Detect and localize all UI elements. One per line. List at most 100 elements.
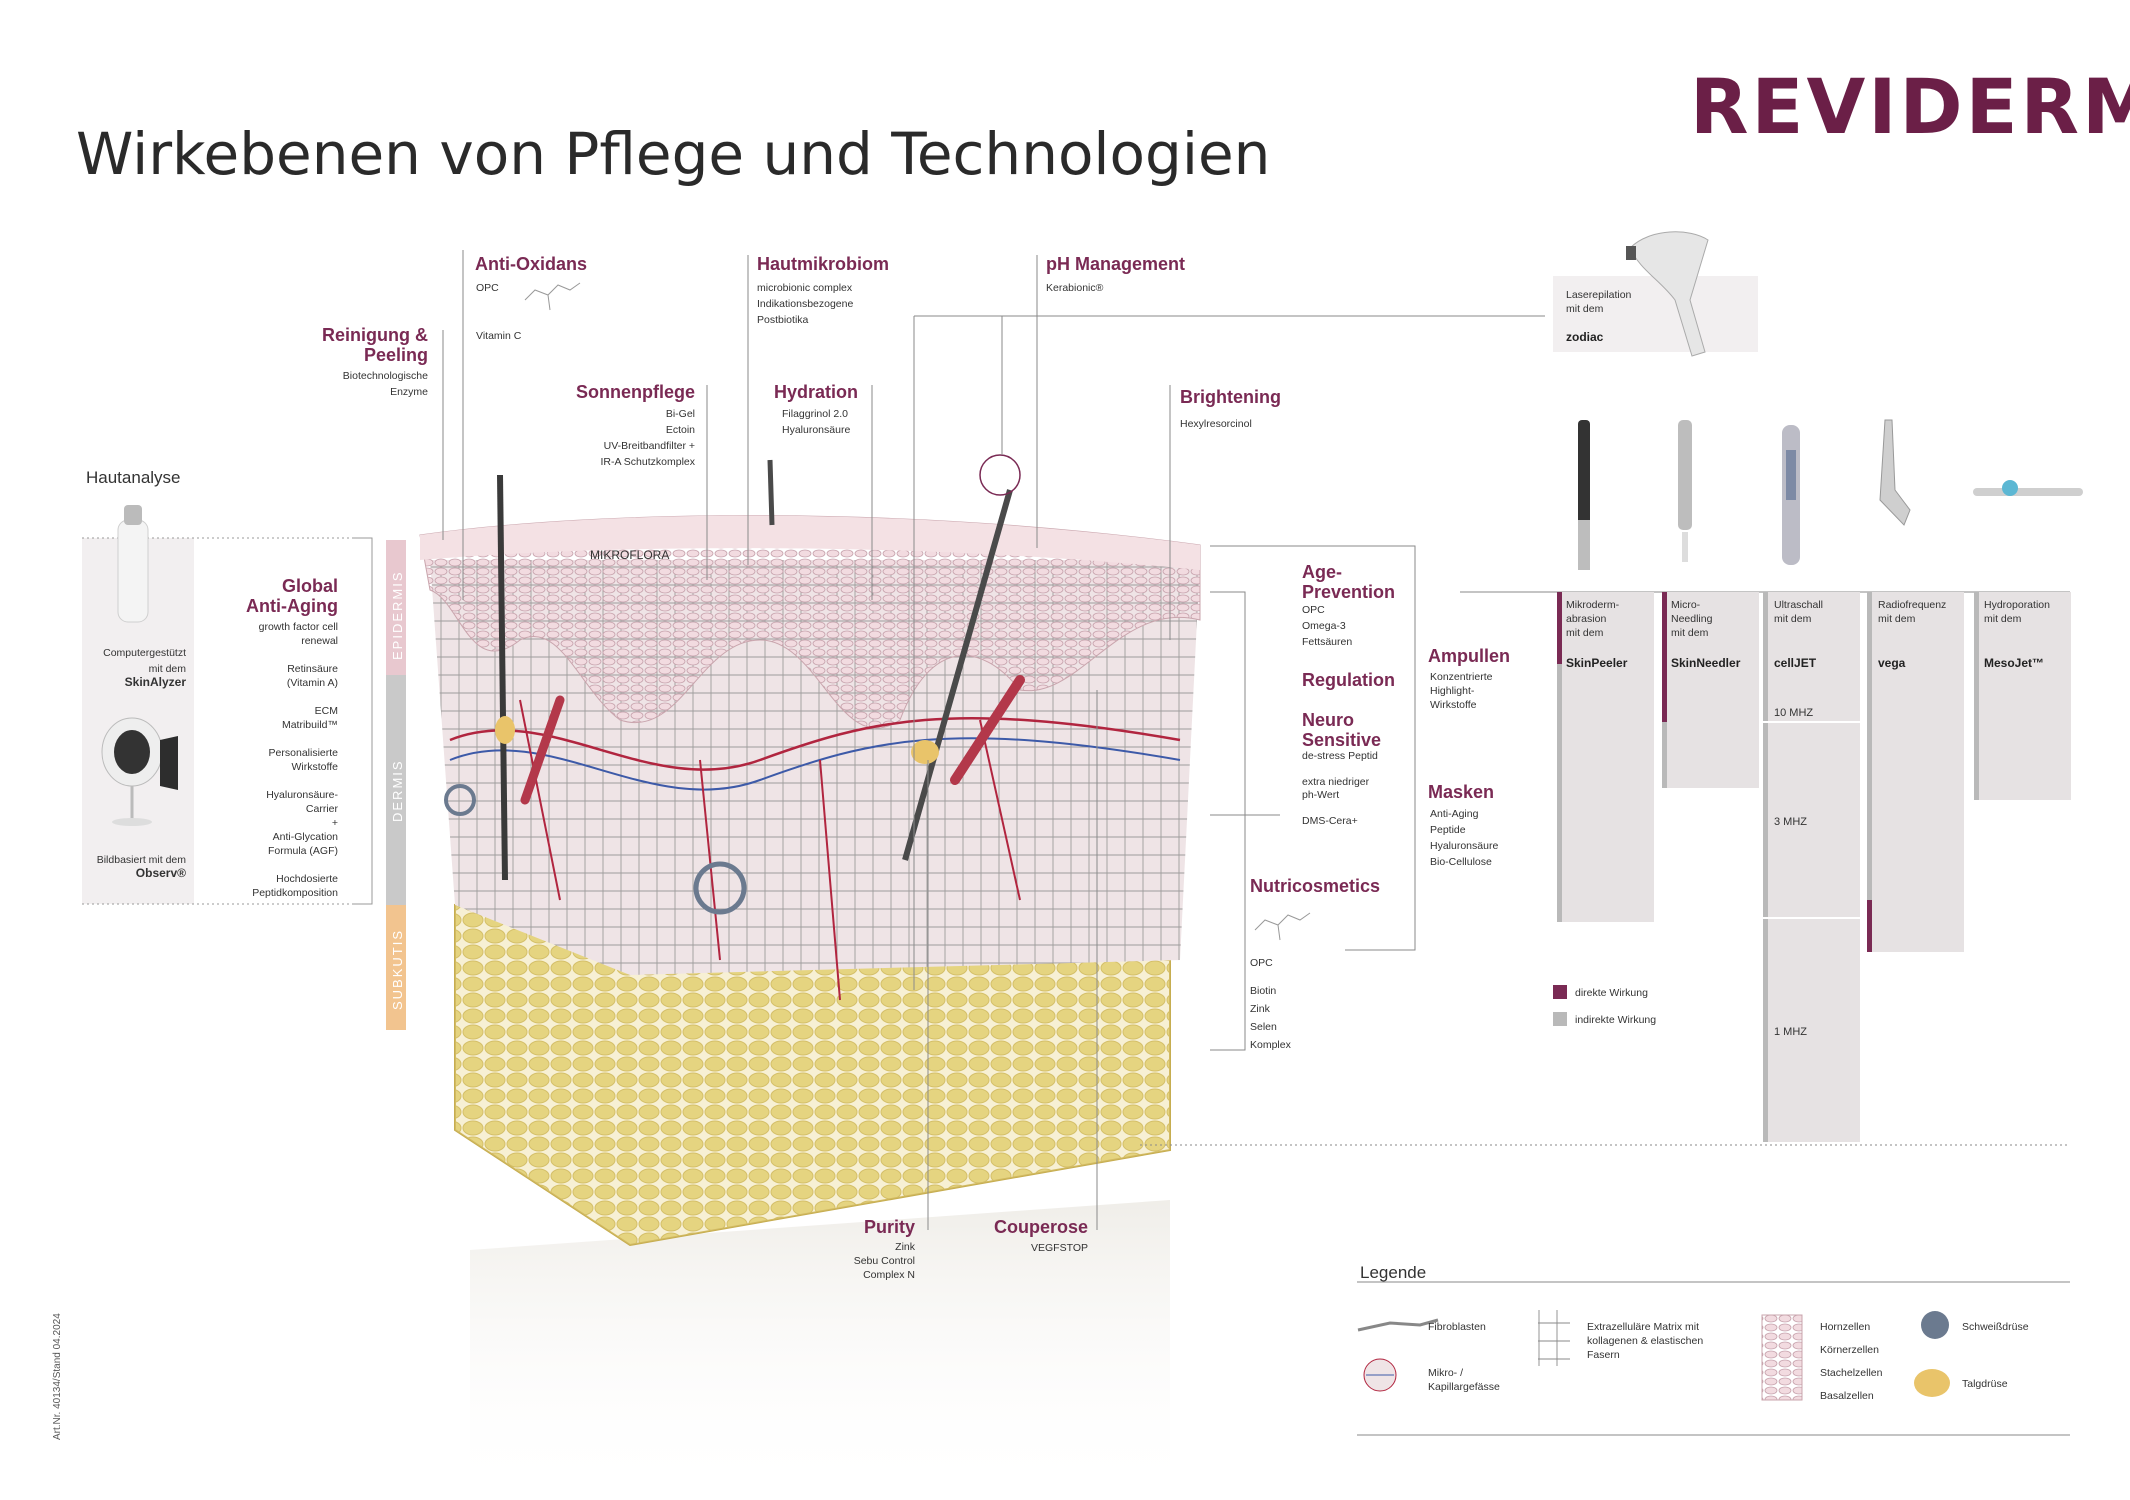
- antioxidans-title: Anti-Oxidans: [475, 254, 588, 274]
- indirekt-swatch: [1553, 1012, 1567, 1026]
- legend-schweiss: Schweißdrüse: [1962, 1321, 2029, 1333]
- ampullen-title: Ampullen: [1428, 646, 1511, 666]
- epidermis-label: EPIDERMIS: [390, 570, 405, 660]
- legend-fibroblasten: Fibroblasten: [1428, 1321, 1486, 1333]
- masken-title: Masken: [1428, 782, 1495, 802]
- molecule-icon-2: [1254, 912, 1311, 941]
- neuro-sub: de-stress Peptid extra niedriger ph-Wert…: [1302, 750, 1378, 827]
- age-sub: OPC Omega-3 Fettsäuren: [1302, 604, 1353, 648]
- epidermis-bar: [386, 540, 406, 675]
- hydration-title: Hydration: [774, 382, 859, 402]
- skinalyzer-text: Computergestützt mit dem: [103, 647, 186, 675]
- article-number: Art.Nr. 40134/Stand 04.2024: [52, 1313, 63, 1440]
- celljet-label: Ultraschall mit dem: [1774, 599, 1824, 625]
- antioxidans-sub2: Vitamin C: [476, 330, 522, 342]
- ph-sub: Kerabionic®: [1046, 282, 1104, 294]
- dermis-label: DERMIS: [390, 759, 405, 822]
- page-title: Wirkebenen von Pflege und Technologien: [76, 120, 1271, 188]
- legend-talg: Talgdrüse: [1962, 1378, 2008, 1390]
- skinpeeler-device: [1578, 420, 1590, 570]
- indirekt-label: indirekte Wirkung: [1575, 1014, 1657, 1026]
- neuro-title: Neuro Sensitive: [1302, 710, 1382, 750]
- matrix-legend-icon: [1538, 1310, 1570, 1366]
- mesojet-name: MesoJet™: [1984, 656, 2045, 670]
- regulation-title: Regulation: [1302, 670, 1395, 690]
- legend-title: Legende: [1360, 1263, 1427, 1282]
- hydration-sub: Filaggrinol 2.0 Hyaluronsäure: [782, 408, 851, 436]
- skinneedler-device: [1678, 420, 1692, 562]
- fibroblast-legend-icon: [1357, 1318, 1439, 1332]
- global-title: Global Anti-Aging: [246, 576, 338, 616]
- molecule-icon: [524, 282, 581, 311]
- celljet-3mhz: 3 MHZ: [1774, 816, 1807, 828]
- skinpeeler-name: SkinPeeler: [1566, 656, 1628, 670]
- nutri-title: Nutricosmetics: [1250, 876, 1381, 896]
- zodiac-panel: [1553, 276, 1758, 352]
- mikroflora-label: MIKROFLORA: [590, 548, 670, 562]
- ph-title: pH Management: [1046, 254, 1186, 274]
- global-sub: growth factor cell renewal Retinsäure (V…: [252, 621, 338, 899]
- reinigung-title: Reinigung & Peeling: [322, 325, 428, 365]
- celljet-device: [1782, 425, 1800, 565]
- age-title: Age- Prevention: [1302, 562, 1396, 602]
- dermis-bar: [386, 675, 406, 905]
- purity-title: Purity: [863, 1217, 915, 1237]
- zodiac-label: Laserepilation mit dem: [1566, 289, 1632, 315]
- sonnenpflege-sub: Bi-Gel Ectoin UV-Breitbandfilter + IR-A …: [600, 408, 695, 468]
- zodiac-name: zodiac: [1566, 330, 1604, 344]
- celljet-bar: [1763, 592, 1860, 1142]
- skinalyzer-name: SkinAlyzer: [124, 675, 186, 689]
- couperose-title: Couperose: [993, 1217, 1088, 1237]
- observ-device: [101, 717, 178, 826]
- direkt-swatch: [1553, 985, 1567, 999]
- skinalyzer-device: [117, 505, 149, 623]
- mesojet-bar: [1974, 592, 2071, 800]
- observ-text: Bildbasiert mit dem: [96, 854, 186, 866]
- direkt-label: direkte Wirkung: [1575, 987, 1648, 999]
- hautanalyse-heading: Hautanalyse: [86, 468, 181, 487]
- hautmikrobiom-title: Hautmikrobiom: [757, 254, 890, 274]
- reinigung-sub: Biotechnologische Enzyme: [342, 370, 428, 398]
- celljet-1mhz: 1 MHZ: [1774, 1026, 1807, 1038]
- vessel-legend-icon: [1363, 1358, 1397, 1392]
- celljet-10mhz: 10 MHZ: [1774, 707, 1814, 719]
- vega-bar: [1867, 592, 1964, 952]
- sebaceous-legend-icon: [1914, 1369, 1950, 1397]
- hair-follicle: [902, 489, 1013, 861]
- vega-device: [1879, 419, 1911, 526]
- mesojet-label: Hydroporation mit dem: [1984, 599, 2050, 625]
- skinneedler-label: Micro- Needling mit dem: [1671, 599, 1713, 639]
- skinpeeler-label: Mikroderm- abrasion mit dem: [1566, 599, 1620, 639]
- purity-sub: Zink Sebu Control Complex N: [853, 1241, 915, 1281]
- legend-gefaesse: Mikro- / Kapillargefässe: [1428, 1367, 1500, 1393]
- nutri-sub2: Biotin Zink Selen Komplex: [1250, 985, 1291, 1051]
- sweatgland-legend-icon: [1921, 1311, 1949, 1339]
- celljet-name: cellJET: [1774, 656, 1817, 670]
- ampullen-sub: Konzentrierte Highlight- Wirkstoffe: [1430, 671, 1493, 711]
- legend-basalzellen: Basalzellen: [1820, 1390, 1874, 1402]
- vega-label: Radiofrequenz mit dem: [1878, 599, 1947, 625]
- brightening-sub: Hexylresorcinol: [1180, 418, 1252, 430]
- skinneedler-indirect-bar: [1662, 592, 1759, 788]
- masken-sub: Anti-Aging Peptide Hyaluronsäure Bio-Cel…: [1430, 808, 1499, 868]
- mesojet-device: [1973, 480, 2083, 496]
- hautmikrobiom-sub: microbionic complex Indikationsbezogene …: [757, 282, 854, 326]
- legend-stachelzellen: Stachelzellen: [1820, 1367, 1883, 1379]
- observ-name: Observ®: [135, 866, 186, 880]
- legend-koernerzellen: Körnerzellen: [1820, 1344, 1879, 1356]
- vega-name: vega: [1878, 656, 1906, 670]
- cell-layers-legend-icon: [1761, 1314, 1803, 1401]
- zodiac-device: [1626, 231, 1709, 357]
- skinneedler-name: SkinNeedler: [1671, 656, 1741, 670]
- couperose-sub: VEGFSTOP: [1031, 1242, 1088, 1254]
- skinpeeler-indirect-bar: [1557, 592, 1654, 922]
- nutri-sub1: OPC: [1250, 957, 1273, 969]
- brand-logo: REVIDERM: [1690, 62, 2130, 151]
- legend-matrix: Extrazelluläre Matrix mit kollagenen & e…: [1587, 1321, 1704, 1361]
- subkutis-bar: [386, 905, 406, 1030]
- subkutis-label: SUBKUTIS: [390, 928, 405, 1010]
- antioxidans-sub1: OPC: [476, 282, 499, 294]
- brightening-title: Brightening: [1180, 387, 1281, 407]
- sonnenpflege-title: Sonnenpflege: [575, 382, 695, 402]
